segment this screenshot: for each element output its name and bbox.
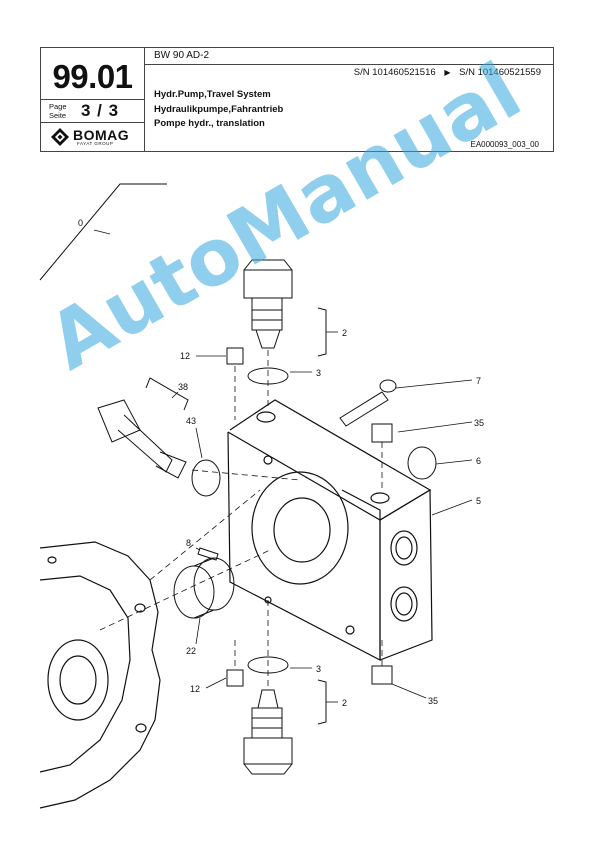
relief-valve-top xyxy=(243,259,293,349)
page-label-de: Seite xyxy=(49,111,67,120)
serial-from: S/N 101460521516 xyxy=(353,67,436,78)
bearing xyxy=(173,557,235,619)
exploded-parts-diagram: 0 2 3 12 7 38 43 35 6 5 8 22 3 12 2 35 xyxy=(39,183,484,809)
group-number: 99.01 xyxy=(52,58,133,95)
serial-to: S/N 101460521559 xyxy=(459,67,541,78)
callout-3: 3 xyxy=(316,368,321,378)
callout-8: 8 xyxy=(186,538,191,548)
title-french: Pompe hydr., translation xyxy=(154,118,265,129)
divider xyxy=(41,99,144,100)
plug-top xyxy=(226,347,244,365)
callout-35: 35 xyxy=(474,418,484,428)
callout-6: 6 xyxy=(476,456,481,466)
pin xyxy=(197,547,219,561)
part-callouts: 0 2 3 12 7 38 43 35 6 5 8 22 3 12 2 35 xyxy=(78,218,484,708)
boundary-line xyxy=(39,183,167,281)
callout-3: 3 xyxy=(316,664,321,674)
page-number: 3 / 3 xyxy=(81,101,120,120)
title-english: Hydr.Pump,Travel System xyxy=(154,89,271,100)
brand-subtitle: FAYAT GROUP xyxy=(77,141,114,146)
callout-2: 2 xyxy=(342,328,347,338)
callout-12: 12 xyxy=(180,351,190,361)
callout-0: 0 xyxy=(78,218,83,228)
callout-12: 12 xyxy=(190,684,200,694)
model-name: BW 90 AD-2 xyxy=(154,50,210,61)
cap xyxy=(407,446,437,480)
callout-5: 5 xyxy=(476,496,481,506)
plug-35-bottom xyxy=(371,665,393,685)
seal-ring xyxy=(191,459,221,497)
bracket-2-top xyxy=(317,307,327,357)
alignment-lines xyxy=(99,350,383,690)
plug-bottom xyxy=(226,669,244,687)
page-label: Page Seite xyxy=(49,102,67,120)
bracket-2-bottom xyxy=(317,679,327,725)
title-german: Hydraulikpumpe,Fahrantrieb xyxy=(154,104,284,115)
divider xyxy=(41,122,144,123)
callout-22: 22 xyxy=(186,646,196,656)
document-id: EA000093_003_00 xyxy=(470,140,539,149)
pump-housing xyxy=(39,541,161,809)
page-label-en: Page xyxy=(49,102,67,111)
callout-43: 43 xyxy=(186,416,196,426)
arrow-right-icon: ▶ xyxy=(444,68,451,77)
divider xyxy=(144,64,553,65)
screw xyxy=(339,379,397,427)
valve-block xyxy=(227,399,433,661)
callout-38: 38 xyxy=(178,382,188,392)
valve-left xyxy=(97,399,187,479)
divider xyxy=(144,48,145,151)
brand-name: BOMAG xyxy=(73,127,130,143)
plug-35-top xyxy=(371,423,393,443)
title-block: BW 90 AD-2 S/N 101460521516 ▶ S/N 101460… xyxy=(40,47,554,152)
callout-35: 35 xyxy=(428,696,438,706)
bracket-38 xyxy=(145,377,189,411)
bomag-diamond-icon xyxy=(51,128,69,146)
callout-2: 2 xyxy=(342,698,347,708)
serial-range: S/N 101460521516 ▶ S/N 101460521559 xyxy=(354,67,541,78)
relief-valve-bottom xyxy=(243,689,293,775)
brand-logo: BOMAG FAYAT GROUP xyxy=(51,126,141,150)
callout-7: 7 xyxy=(476,376,481,386)
leader-lines xyxy=(93,229,473,703)
